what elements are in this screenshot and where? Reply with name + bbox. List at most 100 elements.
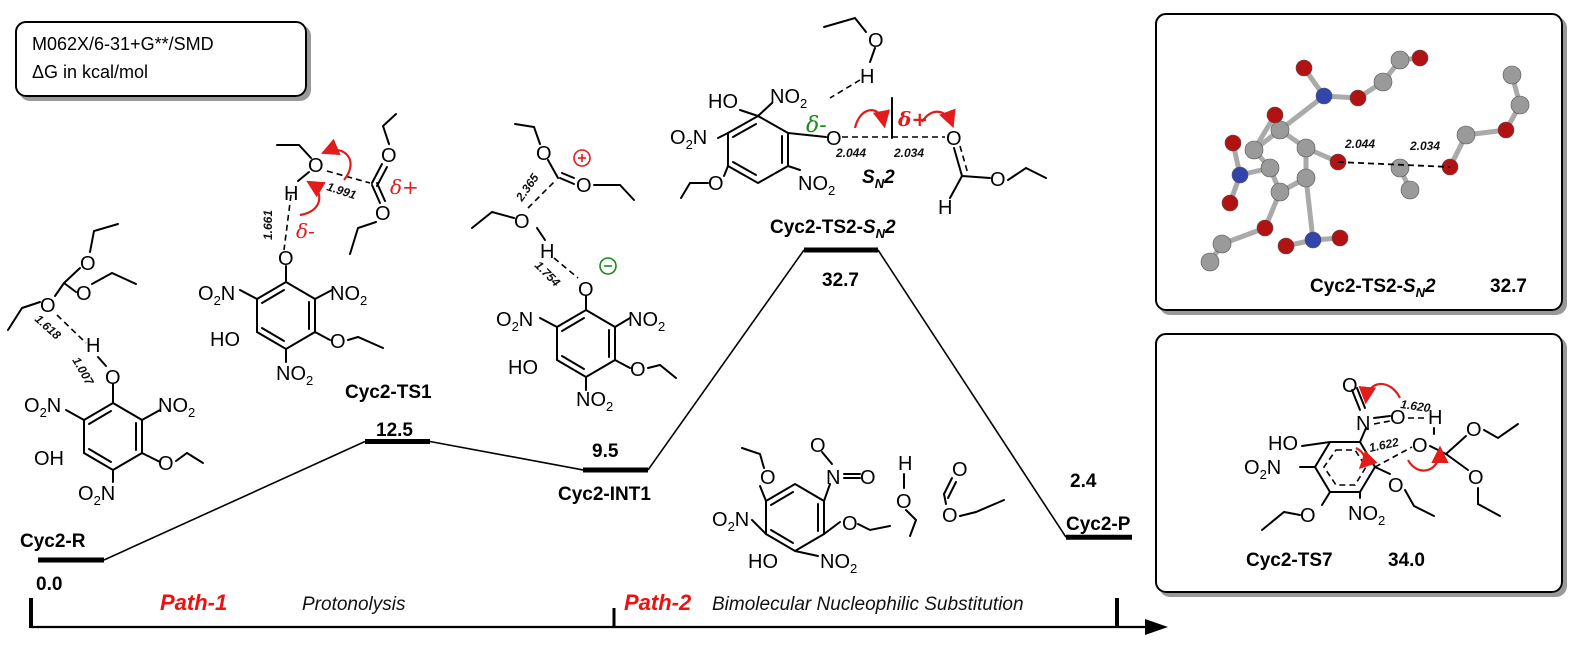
svg-text:H: H bbox=[938, 197, 952, 219]
path-2-label: Path-2 bbox=[624, 590, 692, 615]
structure-cyc2-ts2-sn2: HO NO2 O2N NO2 O O δ- H O δ+ 2.044 2.034… bbox=[670, 16, 1047, 219]
svg-text:NO2: NO2 bbox=[1348, 503, 1385, 528]
svg-text:SN2: SN2 bbox=[862, 167, 895, 191]
model-atom-c bbox=[1296, 138, 1316, 158]
energy-levels bbox=[38, 247, 1132, 563]
connector-line bbox=[647, 249, 805, 471]
svg-text:NO2: NO2 bbox=[276, 363, 313, 388]
svg-text:H: H bbox=[86, 335, 100, 357]
svg-text:O2N: O2N bbox=[24, 395, 61, 420]
energy-label-ts2: 32.7 bbox=[822, 270, 859, 291]
inset-ts2-label: Cyc2-TS2-SN2 bbox=[1310, 276, 1436, 300]
energy-label-int1: 9.5 bbox=[592, 441, 619, 462]
path-2-description: Bimolecular Nucleophilic Substitution bbox=[712, 594, 1024, 615]
svg-text:O: O bbox=[105, 367, 121, 389]
units-label: ΔG in kcal/mol bbox=[32, 62, 148, 82]
svg-text:O: O bbox=[330, 331, 346, 353]
svg-text:1.007: 1.007 bbox=[69, 355, 97, 389]
svg-text:N: N bbox=[1356, 413, 1370, 435]
svg-text:1.622: 1.622 bbox=[1368, 435, 1401, 455]
positive-charge-icon bbox=[573, 149, 591, 167]
svg-text:2.034: 2.034 bbox=[1409, 139, 1440, 153]
svg-text:1.661: 1.661 bbox=[261, 210, 275, 240]
svg-text:O: O bbox=[536, 143, 552, 165]
model-atom-c bbox=[1373, 72, 1393, 92]
energy-label-p: 2.4 bbox=[1070, 471, 1097, 492]
svg-text:O: O bbox=[1342, 375, 1358, 397]
svg-text:O: O bbox=[826, 128, 842, 150]
structure-cyc2-ts1: O O2N NO2 HO O NO2 1.661 H O 1.991 O O δ… bbox=[198, 113, 419, 388]
svg-text:O: O bbox=[514, 211, 530, 233]
svg-text:O: O bbox=[630, 359, 646, 381]
svg-text:NO2: NO2 bbox=[158, 395, 195, 420]
svg-text:O2N: O2N bbox=[198, 283, 235, 308]
model-atom-c bbox=[1270, 182, 1290, 202]
svg-text:H: H bbox=[898, 453, 912, 475]
connector-line bbox=[429, 440, 584, 471]
svg-text:OH: OH bbox=[34, 448, 64, 470]
svg-text:O: O bbox=[381, 145, 397, 167]
svg-text:O: O bbox=[1390, 407, 1406, 429]
model-atom-n bbox=[1231, 166, 1249, 184]
state-label-r: Cyc2-R bbox=[20, 531, 86, 552]
model-atom-o bbox=[1497, 121, 1515, 139]
svg-text:HO: HO bbox=[708, 91, 738, 113]
inset-ts2-energy: 32.7 bbox=[1490, 276, 1527, 297]
state-label-int1: Cyc2-INT1 bbox=[558, 484, 651, 505]
model-atom-c bbox=[1390, 158, 1410, 178]
model-atom-c bbox=[1212, 234, 1232, 254]
svg-text:O: O bbox=[1388, 475, 1404, 497]
energy-label-ts1: 12.5 bbox=[376, 420, 413, 441]
path-1-description: Protonolysis bbox=[302, 594, 406, 615]
svg-text:O: O bbox=[946, 128, 962, 150]
method-info-box: M062X/6-31+G**/SMD ΔG in kcal/mol bbox=[15, 21, 307, 97]
model-bond bbox=[1303, 177, 1316, 241]
svg-text:N: N bbox=[826, 467, 840, 489]
connector-line bbox=[877, 249, 1067, 538]
svg-text:O: O bbox=[860, 467, 876, 489]
model-atom-o bbox=[1331, 229, 1349, 247]
negative-charge-icon bbox=[599, 257, 617, 275]
svg-text:O2N: O2N bbox=[670, 127, 707, 152]
svg-text:NO2: NO2 bbox=[820, 551, 857, 576]
svg-text:δ+: δ+ bbox=[390, 175, 419, 199]
svg-text:NO2: NO2 bbox=[628, 309, 665, 334]
inset-ts7-energy: 34.0 bbox=[1388, 550, 1425, 571]
model-atom-o bbox=[1266, 106, 1284, 124]
svg-text:H: H bbox=[540, 241, 554, 263]
svg-text:2.034: 2.034 bbox=[893, 146, 924, 160]
state-label-ts2: Cyc2-TS2-SN2 bbox=[770, 217, 896, 241]
model-atom-c bbox=[1260, 158, 1280, 178]
svg-text:1.620: 1.620 bbox=[1400, 397, 1432, 415]
svg-text:NO2: NO2 bbox=[576, 389, 613, 414]
model-atom-c bbox=[1296, 168, 1316, 188]
svg-text:δ-: δ- bbox=[806, 113, 827, 138]
state-label-p: Cyc2-P bbox=[1066, 514, 1131, 535]
model-atom-n bbox=[1304, 231, 1322, 249]
svg-text:O2N: O2N bbox=[1244, 457, 1281, 482]
inset-ts7-label: Cyc2-TS7 bbox=[1246, 550, 1333, 571]
model-atom-o bbox=[1349, 89, 1367, 107]
svg-text:O: O bbox=[868, 30, 884, 52]
svg-text:NO2: NO2 bbox=[798, 173, 835, 198]
svg-text:O: O bbox=[1466, 419, 1482, 441]
svg-text:O2N: O2N bbox=[496, 309, 533, 334]
energy-label-r: 0.0 bbox=[36, 574, 62, 595]
svg-text:O2N: O2N bbox=[712, 509, 749, 534]
svg-text:O: O bbox=[80, 253, 96, 275]
svg-text:HO: HO bbox=[508, 357, 538, 379]
svg-text:HO: HO bbox=[748, 551, 778, 573]
svg-text:1.754: 1.754 bbox=[532, 258, 563, 289]
svg-text:O: O bbox=[842, 513, 858, 535]
path-1-label: Path-1 bbox=[160, 590, 227, 615]
svg-text:H: H bbox=[860, 66, 874, 88]
reaction-axis bbox=[29, 598, 1168, 635]
model-atom-c bbox=[1200, 252, 1220, 272]
svg-text:1.991: 1.991 bbox=[325, 180, 358, 203]
svg-text:O: O bbox=[576, 175, 592, 197]
svg-text:NO2: NO2 bbox=[330, 283, 367, 308]
svg-text:δ-: δ- bbox=[296, 219, 315, 243]
svg-text:O: O bbox=[942, 505, 958, 527]
svg-text:O: O bbox=[578, 279, 594, 301]
svg-text:H: H bbox=[284, 183, 298, 205]
